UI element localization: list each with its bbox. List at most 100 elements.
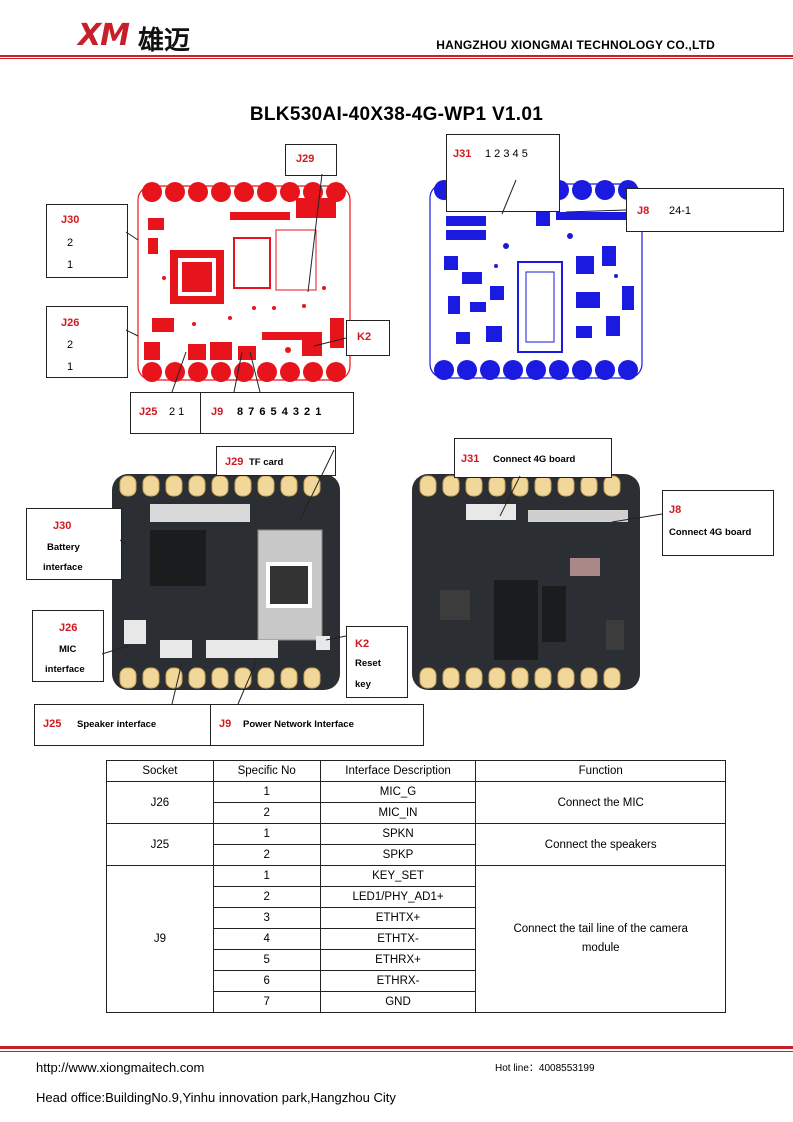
- castellated-pad: [165, 667, 183, 689]
- callout-j9-pins: 8 7 6 5 4 3 2 1: [237, 406, 323, 418]
- table-header-desc: Interface Description: [319, 760, 477, 782]
- table-header-function: Function: [475, 760, 726, 782]
- castellated-pad: [419, 667, 437, 689]
- castellated-pad: [595, 180, 615, 200]
- callout-j8-top: J8 24-1: [626, 188, 784, 232]
- footer-website-link[interactable]: http://www.xiongmaitech.com: [36, 1060, 205, 1075]
- callout-j26-photo: J26 MIC interface: [32, 610, 104, 682]
- castellated-pad: [572, 360, 592, 380]
- callout-j9-top: J9 8 7 6 5 4 3 2 1: [200, 392, 354, 434]
- callout-k2-photo-desc2: key: [355, 679, 371, 690]
- castellated-pad: [549, 360, 569, 380]
- callout-j25-top: J25 2 1: [130, 392, 202, 434]
- callout-k2-photo: K2 Reset key: [346, 626, 408, 698]
- callout-j31-pins: 1 2 3 4 5: [485, 148, 528, 160]
- callout-j26-label: J26: [61, 317, 80, 329]
- footer-hotline-label: Hot line：: [495, 1063, 539, 1074]
- castellated-pad: [188, 475, 206, 497]
- callout-j8-photo: J8 Connect 4G board: [662, 490, 774, 556]
- desc-cell: LED1/PHY_AD1+: [319, 886, 477, 908]
- callout-j31-photo-desc: Connect 4G board: [493, 454, 576, 465]
- castellated-pad: [211, 362, 231, 382]
- castellated-pad: [557, 667, 575, 689]
- desc-cell: SPKP: [319, 844, 477, 866]
- castellated-pad: [280, 182, 300, 202]
- table-row: 5 ETHRX+: [107, 949, 726, 971]
- interface-table: Socket Specific No Interface Description…: [106, 760, 726, 1013]
- desc-cell: SPKN: [319, 823, 477, 845]
- castellated-pad: [480, 360, 500, 380]
- castellated-pad: [165, 182, 185, 202]
- castellated-pad: [303, 182, 323, 202]
- company-logo-chinese: 雄迈: [138, 26, 191, 56]
- callout-j26-photo-desc1: MIC: [59, 644, 77, 655]
- castellated-pad: [188, 182, 208, 202]
- footer-rule-thin: [0, 1051, 793, 1052]
- castellated-pad: [142, 362, 162, 382]
- callout-j9-photo-label: J9: [219, 718, 232, 730]
- table-row: J25 1 SPKN Connect the speakers: [106, 823, 726, 866]
- callout-j30-photo-label: J30: [53, 520, 72, 532]
- castellated-pad: [211, 182, 231, 202]
- callout-j26-photo-label: J26: [59, 622, 78, 634]
- callout-j8-label: J8: [637, 205, 650, 217]
- callout-j30-photo-desc2: interface: [43, 562, 83, 573]
- castellated-pad: [257, 182, 277, 202]
- desc-cell: ETHTX-: [319, 928, 477, 950]
- callout-j30-photo: J30 Battery interface: [26, 508, 122, 580]
- castellated-pad: [188, 362, 208, 382]
- castellated-pad: [257, 475, 275, 497]
- callout-j31-photo: J31 Connect 4G board: [454, 438, 612, 478]
- callout-j26-pin1: 1: [67, 361, 74, 373]
- castellated-pad: [142, 475, 160, 497]
- footer-hotline: Hot line：4008553199: [495, 1059, 595, 1074]
- castellated-pad: [442, 667, 460, 689]
- castellated-pad: [457, 360, 477, 380]
- header-rule-thin: [0, 58, 793, 59]
- footer-address: Head office:BuildingNo.9,Yinhu innovatio…: [36, 1090, 396, 1105]
- callout-j30-pin2: 2: [67, 237, 74, 249]
- castellated-pad: [534, 667, 552, 689]
- callout-k2-photo-desc1: Reset: [355, 658, 381, 669]
- castellated-pad: [165, 362, 185, 382]
- leader-lines-top: [125, 173, 627, 393]
- callout-j25-pins: 2 1: [169, 406, 185, 418]
- castellated-pad: [603, 475, 621, 497]
- table-header-socket: Socket: [106, 760, 214, 782]
- table-header-row: Socket Specific No Interface Description…: [106, 760, 726, 782]
- pcb-top-side-photo: [112, 474, 340, 690]
- no-cell: 4: [212, 928, 321, 950]
- callout-j30-label: J30: [61, 214, 80, 226]
- castellated-pad: [465, 667, 483, 689]
- callout-j30-top: J30 2 1: [46, 204, 128, 278]
- castellated-pad: [119, 475, 137, 497]
- no-cell: 6: [212, 970, 321, 992]
- table-row: J9 1 KEY_SET Connect the tail line of th…: [106, 865, 726, 1013]
- castellated-pad: [142, 182, 162, 202]
- castellated-pad: [580, 667, 598, 689]
- header-rule: [0, 55, 793, 57]
- no-cell: 7: [212, 991, 321, 1013]
- desc-cell: ETHTX+: [319, 907, 477, 929]
- callout-j25-photo-label: J25: [43, 718, 62, 730]
- callout-j8-photo-label: J8: [669, 504, 682, 516]
- callout-j29-top: J29: [285, 144, 337, 176]
- callout-j25-photo-desc: Speaker interface: [77, 719, 157, 730]
- callout-j9-photo-desc: Power Network Interface: [243, 719, 354, 730]
- callout-j29-label: J29: [296, 153, 315, 165]
- callout-j26-top: J26 2 1: [46, 306, 128, 378]
- callout-j31-photo-label: J31: [461, 453, 480, 465]
- castellated-pad: [280, 475, 298, 497]
- no-cell: 1: [212, 865, 321, 887]
- callout-j9-photo: J9 Power Network Interface: [210, 704, 424, 746]
- callout-j29-photo-desc: TF card: [249, 457, 284, 468]
- function-cell: Connect the MIC: [475, 781, 726, 824]
- document-title: BLK530AI-40X38-4G-WP1 V1.01: [249, 104, 544, 125]
- castellated-pad: [442, 475, 460, 497]
- table-row: 7 GND: [107, 991, 726, 1013]
- castellated-pad: [234, 182, 254, 202]
- table-header-no: Specific No: [212, 760, 321, 782]
- pcb-top-side-diagram: [137, 182, 351, 382]
- castellated-pad: [165, 475, 183, 497]
- castellated-pad: [488, 667, 506, 689]
